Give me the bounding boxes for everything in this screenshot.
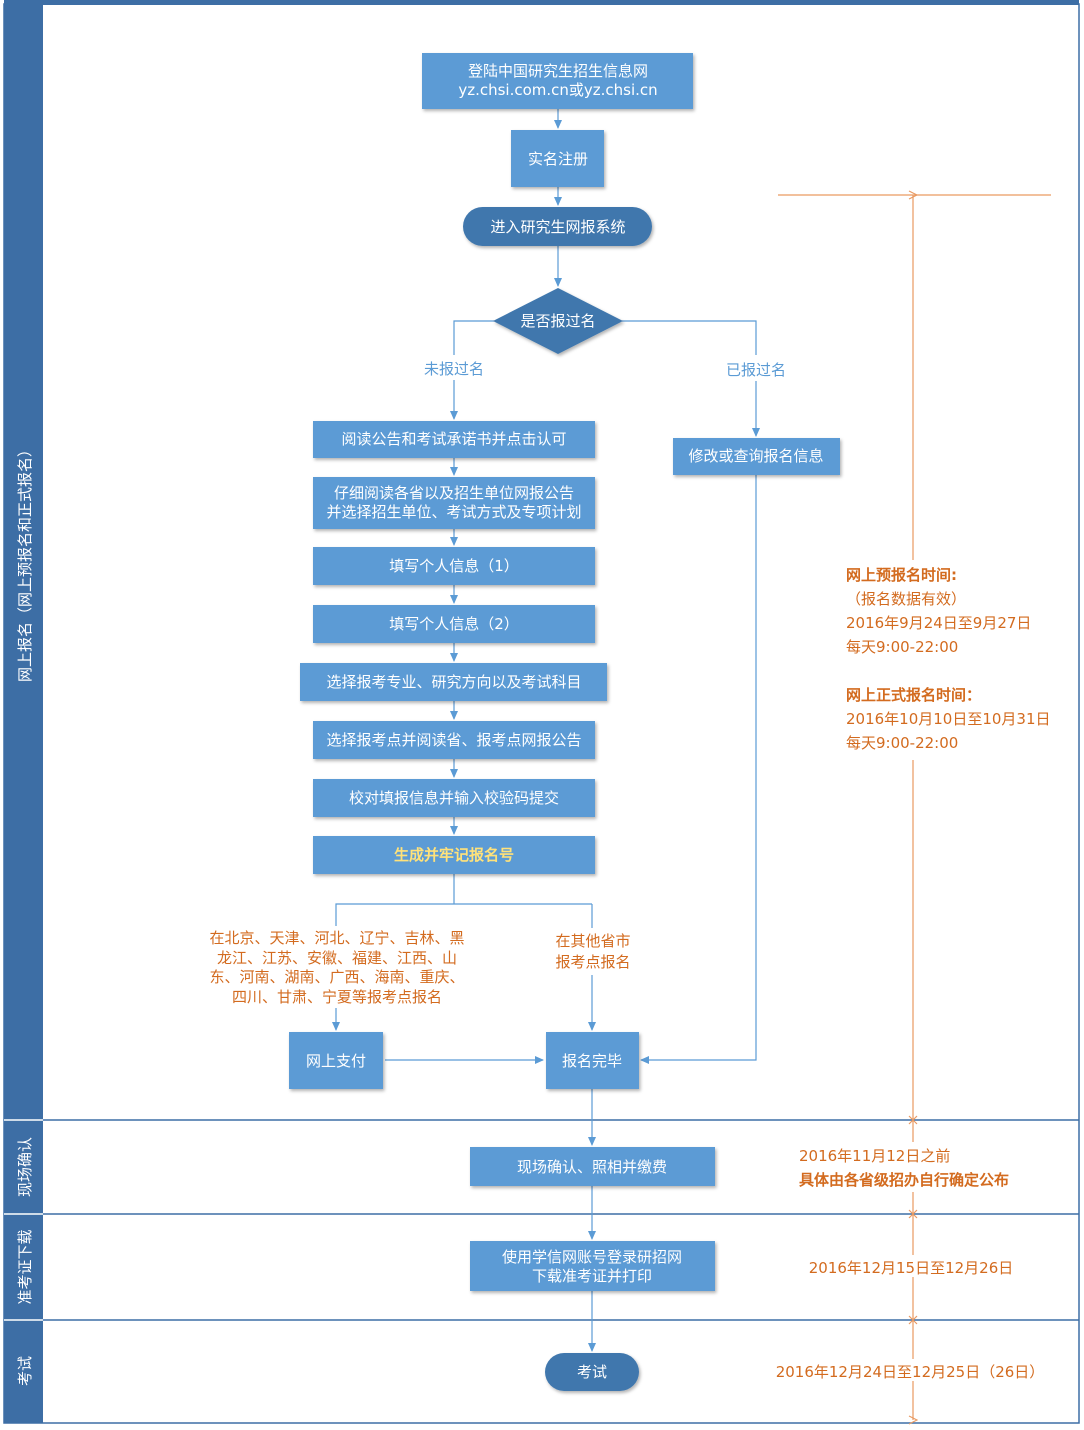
edge-label-provinces-line4: 四川、甘肃、宁夏等报考点报名 [232,988,442,1006]
note-ticket-date: 2016年12月15日至12月26日 [809,1259,1014,1277]
lane-label-ticket: 准考证下载 [16,1229,34,1304]
node-decision[interactable]: 是否报过名 [493,288,623,354]
node-pay[interactable]: 网上支付 [289,1032,383,1089]
node-login-line2: yz.chsi.com.cn或yz.chsi.cn [458,81,657,99]
edge-label-provinces-line3: 东、河南、湖南、广西、海南、重庆、 [209,968,464,986]
edge-split-pay [335,903,592,928]
note-pre-daily: 每天9:00-22:00 [846,638,958,656]
node-generate[interactable]: 生成并牢记报名号 [313,836,595,874]
node-modify-label: 修改或查询报名信息 [688,447,823,465]
node-major[interactable]: 选择报考专业、研究方向以及考试科目 [300,663,607,701]
edge-label-registered: 已报过名 [726,361,786,379]
node-site-label: 选择报考点并阅读省、报考点网报公告 [326,731,581,749]
node-info2[interactable]: 填写个人信息（2） [313,605,595,643]
timeline [778,195,1051,1420]
connectors [332,109,760,1352]
edge-label-other-line1: 在其他省市 [555,932,630,950]
node-done-label: 报名完毕 [562,1052,622,1070]
node-exam-label: 考试 [577,1363,607,1381]
node-done[interactable]: 报名完毕 [546,1032,639,1089]
node-info1-label: 填写个人信息（1） [389,557,519,575]
note-exam-date: 2016年12月24日至12月25日（26日） [776,1363,1045,1381]
node-exam[interactable]: 考试 [545,1353,639,1391]
node-onsite[interactable]: 现场确认、照相并缴费 [470,1147,715,1186]
note-confirm-date: 2016年11月12日之前 [799,1147,950,1165]
node-login[interactable]: 登陆中国研究生招生信息网 yz.chsi.com.cn或yz.chsi.cn [422,53,693,109]
lane-label-online: 网上报名（网上预报名和正式报名） [16,442,34,682]
note-pre-sub: （报名数据有效） [846,590,966,608]
node-login-line1: 登陆中国研究生招生信息网 [468,62,648,80]
note-confirm-note: 具体由各省级招办自行确定公布 [799,1171,1009,1189]
node-read-label: 阅读公告和考试承诺书并点击认可 [341,430,566,448]
node-verify-label: 校对填报信息并输入校验码提交 [349,789,559,807]
lane-label-exam: 考试 [16,1356,34,1386]
edge-modify-done [640,475,757,1064]
node-download-line2: 下载准考证并打印 [532,1267,652,1285]
lane-label-confirm: 现场确认 [16,1137,34,1197]
edge-label-other-line2: 报考点报名 [555,953,630,971]
edge-label-not-registered: 未报过名 [424,360,484,378]
nodes: 登陆中国研究生招生信息网 yz.chsi.com.cn或yz.chsi.cn 实… [289,53,840,1391]
node-select-unit[interactable]: 仔细阅读各省以及招生单位网报公告 并选择招生单位、考试方式及专项计划 [313,477,595,529]
node-download[interactable]: 使用学信网账号登录研招网 下载准考证并打印 [470,1241,715,1291]
node-download-line1: 使用学信网账号登录研招网 [502,1248,682,1266]
node-select-unit-line2: 并选择招生单位、考试方式及专项计划 [326,503,581,521]
node-register-label: 实名注册 [528,150,588,168]
edge-decision-read [453,320,494,355]
node-enter[interactable]: 进入研究生网报系统 [463,207,652,246]
note-pre-date: 2016年9月24日至9月27日 [846,614,1031,632]
note-pre-title: 网上预报名时间: [846,566,957,584]
node-info2-label: 填写个人信息（2） [389,615,519,633]
node-decision-label: 是否报过名 [520,312,595,330]
node-info1[interactable]: 填写个人信息（1） [313,547,595,585]
note-formal-date: 2016年10月10日至10月31日 [846,710,1051,728]
timeline-tick-confirm [908,1115,918,1125]
node-read[interactable]: 阅读公告和考试承诺书并点击认可 [313,421,595,458]
node-onsite-label: 现场确认、照相并缴费 [517,1158,667,1176]
node-major-label: 选择报考专业、研究方向以及考试科目 [326,673,581,691]
edge-label-provinces-line1: 在北京、天津、河北、辽宁、吉林、黑 [209,929,464,947]
node-site[interactable]: 选择报考点并阅读省、报考点网报公告 [313,721,595,759]
edge-decision-modify [622,320,757,355]
node-modify[interactable]: 修改或查询报名信息 [673,438,840,475]
note-formal-daily: 每天9:00-22:00 [846,734,958,752]
node-select-unit-line1: 仔细阅读各省以及招生单位网报公告 [334,484,574,502]
time-notes: 网上预报名时间: （报名数据有效） 2016年9月24日至9月27日 每天9:0… [770,560,1062,1381]
node-enter-label: 进入研究生网报系统 [490,218,625,236]
swimlane-frame [3,0,1080,1424]
note-formal-title: 网上正式报名时间： [846,686,981,704]
timeline-tick-exam [908,1315,918,1325]
edge-labels: 未报过名 已报过名 在北京、天津、河北、辽宁、吉林、黑 龙江、江苏、安徽、福建、… [198,357,792,1008]
node-verify[interactable]: 校对填报信息并输入校验码提交 [313,779,595,817]
node-register[interactable]: 实名注册 [511,130,604,187]
node-generate-label: 生成并牢记报名号 [394,846,514,864]
timeline-tick-ticket [908,1209,918,1219]
edge-label-provinces-line2: 龙江、江苏、安徽、福建、江西、山 [217,949,457,967]
node-pay-label: 网上支付 [306,1052,366,1070]
